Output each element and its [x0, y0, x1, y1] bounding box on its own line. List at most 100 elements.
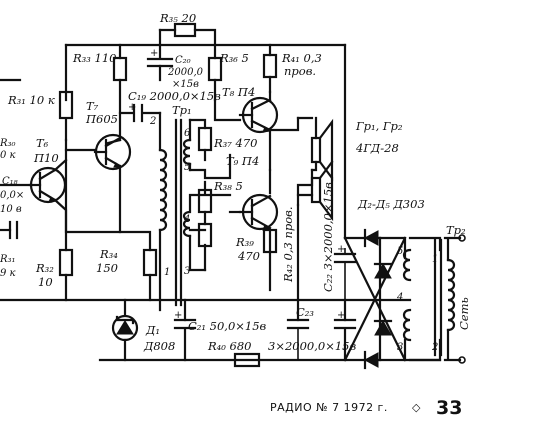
- page-number: 33: [436, 397, 462, 419]
- label-t8: T₈ П4: [222, 85, 255, 99]
- label-r39-value: 470: [237, 249, 260, 263]
- label-r33: R₃₃ 110: [72, 51, 116, 65]
- transistor-t9: [238, 193, 279, 231]
- tr1-pin-5: 5: [184, 162, 190, 173]
- resistor-r35: [173, 22, 197, 38]
- diode-d3: [373, 262, 393, 279]
- label-t9: T₉ П4: [226, 154, 259, 168]
- label-r34-value: 150: [96, 261, 118, 275]
- terminal-bottom: [458, 356, 466, 364]
- diode-d4: [373, 319, 393, 336]
- label-gr-type: 4ГД-28: [355, 141, 399, 155]
- label-r31: R₃₁ 10 к: [7, 93, 55, 107]
- label-r31b-value: 9 к: [0, 268, 16, 279]
- resistor-r39: [197, 222, 213, 248]
- label-r41-value: R₄₁ 0,3: [281, 51, 322, 65]
- label-t7-type: П605: [85, 112, 118, 126]
- label-c18-value: 0,0×: [0, 190, 24, 201]
- label-c20-voltage: ×15в: [172, 79, 199, 90]
- label-r31b-name: R₃₁: [0, 254, 16, 265]
- label-c20-name: C₂₀: [175, 55, 191, 66]
- label-t6-name: T₆: [36, 136, 49, 150]
- resistor-r41: [262, 53, 278, 79]
- journal-issue: РАДИО № 7 1972 г.: [270, 401, 388, 414]
- label-c23-value: 3×2000,0×15в: [268, 339, 356, 353]
- label-r36: R₃₆ 5: [219, 51, 249, 65]
- tr1-pin-4: 4: [183, 214, 190, 225]
- capacitor-c21: [173, 318, 197, 330]
- capacitors: [8, 57, 357, 360]
- resistor-r34: [142, 248, 158, 277]
- tr1-pin-2: 2: [149, 116, 156, 127]
- polarity-c23: +: [337, 310, 345, 321]
- resistor-r33: [112, 56, 128, 82]
- capacitor-c19: [132, 103, 144, 123]
- polarity-c21: +: [174, 310, 182, 321]
- label-c18: C₁₈: [2, 176, 18, 187]
- tr1-pin-1: 1: [164, 267, 170, 278]
- transformer-tr2: [402, 238, 456, 360]
- resistors: [58, 22, 278, 368]
- tr2-pin-3: 3: [397, 342, 403, 353]
- label-c20-value: 2000,0: [167, 67, 204, 78]
- resistor-r37: [197, 126, 213, 152]
- resistor-r42: [262, 228, 278, 254]
- polarity-c22: +: [337, 244, 345, 255]
- resistor-r40: [233, 352, 261, 368]
- label-r38: R₃₈ 5: [213, 179, 243, 193]
- label-c18-voltage: 10 в: [0, 204, 22, 215]
- diodes: [111, 228, 393, 370]
- speaker-group: [310, 116, 334, 222]
- tr1-pin-6: 6: [184, 128, 191, 139]
- label-c21: C₂₁ 50,0×15в: [188, 319, 267, 333]
- capacitor-c18: [8, 220, 19, 240]
- transistor-t8: [238, 96, 279, 134]
- transistor-t6: [28, 166, 67, 204]
- label-r30-value: 0 к: [0, 150, 16, 161]
- tr2-pin-2: 2: [431, 342, 438, 353]
- resistor-r32: [58, 248, 74, 277]
- label-r32-value: 10: [38, 275, 53, 289]
- label-tr1: Тр₁: [172, 103, 192, 117]
- transistors: [28, 96, 279, 231]
- terminal-top: [458, 234, 466, 242]
- label-r30: R₃₀: [0, 138, 16, 149]
- capacitor-c22: [333, 248, 357, 300]
- label-r34-name: R₃₄: [99, 247, 118, 261]
- label-gr-names: Гр₁, Гр₂: [355, 119, 403, 133]
- label-d1-type: Д808: [143, 339, 175, 353]
- diamond-icon: ◇: [412, 401, 421, 414]
- diode-d2: [363, 228, 379, 248]
- label-r40: R₄₀ 680: [207, 339, 251, 353]
- label-tr2: Тр₂: [446, 223, 466, 237]
- tr1-pin-3: 3: [184, 266, 190, 277]
- page-footer: РАДИО № 7 1972 г. ◇ 33: [270, 397, 462, 419]
- diode-d5: [363, 350, 379, 370]
- label-r41-note: пров.: [284, 64, 316, 78]
- label-r32-name: R₃₂: [35, 261, 54, 275]
- label-t6-type: П10: [33, 151, 59, 165]
- label-c22: C₂₂ 3×2000,0×15в: [321, 182, 335, 292]
- resistor-r36: [207, 56, 223, 82]
- polarity-c20: +: [150, 48, 158, 59]
- speaker-gr1: [310, 116, 334, 182]
- transformer-tr1: [158, 118, 207, 307]
- label-mains: Сеть: [457, 297, 471, 330]
- transistor-t7: [93, 133, 132, 171]
- label-d1-name: Д₁: [145, 323, 160, 337]
- resistor-r38: [197, 188, 213, 214]
- label-t7-name: T₇: [86, 99, 99, 113]
- tr2-pin-4: 4: [396, 292, 403, 303]
- label-c19: C₁₉ 2000,0×15в: [128, 89, 221, 103]
- label-r35: R₃₅ 20: [159, 11, 196, 25]
- tr2-pin-1: 1: [432, 254, 438, 265]
- label-r42: R₄₂ 0,3 пров.: [281, 206, 295, 283]
- mains-terminals: [458, 234, 466, 364]
- label-d2-d5: Д₂-Д₅ Д303: [357, 197, 425, 211]
- capacitor-c23: [286, 318, 357, 360]
- component-labels: R₃₅ 20 R₃₃ 110 C₂₀ 2000,0 ×15в R₃₆ 5 R₄₁…: [0, 11, 471, 353]
- capacitor-c20: [146, 57, 174, 68]
- label-r37: R₃₇ 470: [213, 136, 257, 150]
- speaker-gr2: [310, 160, 334, 222]
